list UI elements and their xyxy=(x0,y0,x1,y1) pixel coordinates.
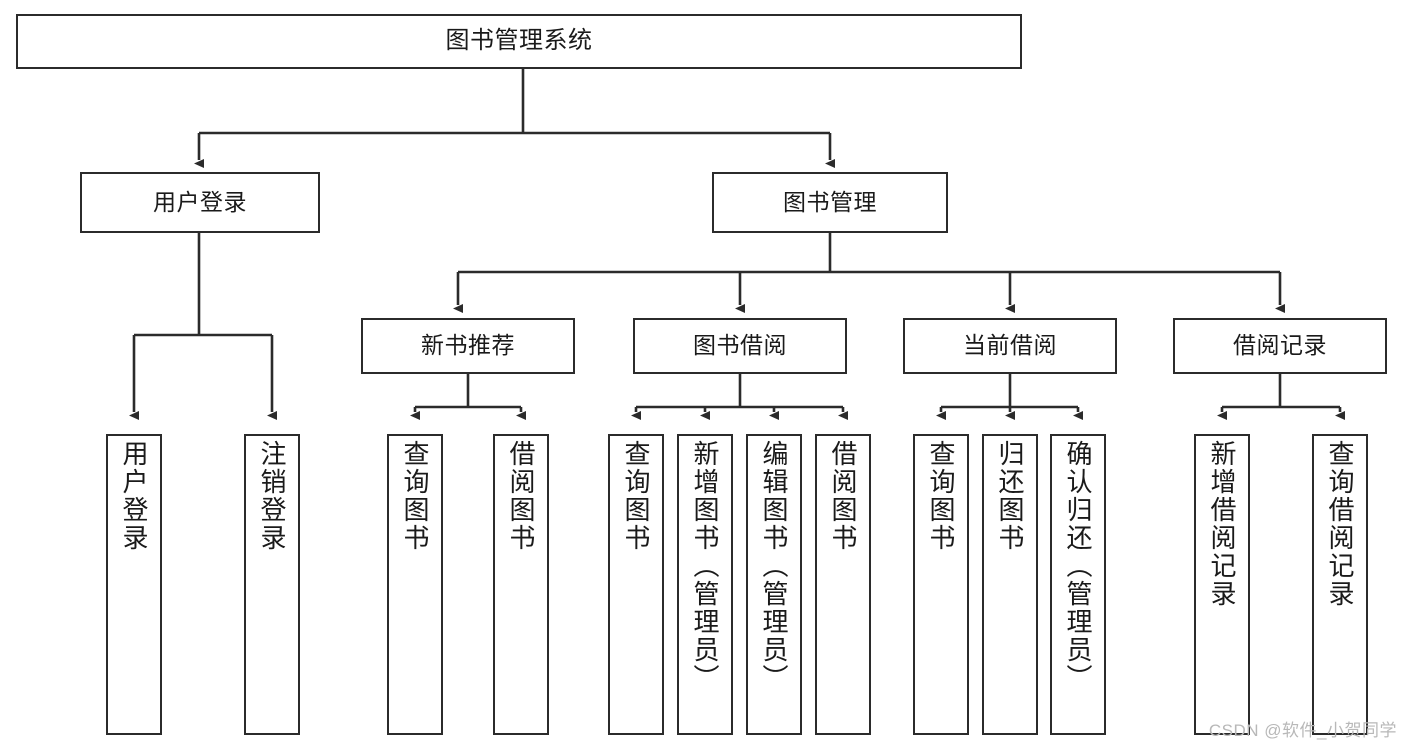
node-label: 确认归还（管理员） xyxy=(1063,440,1093,692)
node-label: 查询借阅记录 xyxy=(1325,440,1355,608)
node-book-borrow[interactable]: 图书借阅 xyxy=(633,318,847,374)
node-label: 归还图书 xyxy=(995,440,1025,552)
node-label: 借阅图书 xyxy=(828,440,858,552)
node-leaf-return-book[interactable]: 归还图书 xyxy=(982,434,1038,735)
node-label: 图书借阅 xyxy=(693,332,787,359)
node-label: 新书推荐 xyxy=(421,332,515,359)
node-book-manage[interactable]: 图书管理 xyxy=(712,172,948,233)
csdn-watermark: CSDN @软件_小贺同学 xyxy=(1208,721,1397,740)
node-root-system[interactable]: 图书管理系统 xyxy=(16,14,1022,69)
node-label: 新增借阅记录 xyxy=(1207,440,1237,608)
node-leaf-logout[interactable]: 注销登录 xyxy=(244,434,300,735)
node-label: 借阅图书 xyxy=(506,440,536,552)
node-leaf-add-book[interactable]: 新增图书（管理员） xyxy=(677,434,733,735)
node-label: 注销登录 xyxy=(257,440,287,552)
node-leaf-borrow-book-2[interactable]: 借阅图书 xyxy=(815,434,871,735)
node-leaf-query-book-2[interactable]: 查询图书 xyxy=(608,434,664,735)
node-leaf-borrow-book-1[interactable]: 借阅图书 xyxy=(493,434,549,735)
node-user-login[interactable]: 用户登录 xyxy=(80,172,320,233)
node-leaf-query-record[interactable]: 查询借阅记录 xyxy=(1312,434,1368,735)
node-label: 查询图书 xyxy=(621,440,651,552)
node-label: 用户登录 xyxy=(119,440,149,552)
node-new-book-recommend[interactable]: 新书推荐 xyxy=(361,318,575,374)
node-label: 借阅记录 xyxy=(1233,332,1327,359)
node-leaf-add-record[interactable]: 新增借阅记录 xyxy=(1194,434,1250,735)
node-leaf-user-login[interactable]: 用户登录 xyxy=(106,434,162,735)
node-leaf-query-book-3[interactable]: 查询图书 xyxy=(913,434,969,735)
node-label: 图书管理系统 xyxy=(445,27,593,55)
node-leaf-query-book-1[interactable]: 查询图书 xyxy=(387,434,443,735)
node-label: 查询图书 xyxy=(926,440,956,552)
node-current-borrow[interactable]: 当前借阅 xyxy=(903,318,1117,374)
node-label: 图书管理 xyxy=(783,188,877,215)
node-borrow-record[interactable]: 借阅记录 xyxy=(1173,318,1387,374)
node-leaf-edit-book[interactable]: 编辑图书（管理员） xyxy=(746,434,802,735)
node-label: 编辑图书（管理员） xyxy=(759,440,789,692)
node-label: 查询图书 xyxy=(400,440,430,552)
node-label: 当前借阅 xyxy=(963,332,1057,359)
node-label: 用户登录 xyxy=(153,188,247,215)
node-leaf-confirm-return[interactable]: 确认归还（管理员） xyxy=(1050,434,1106,735)
node-label: 新增图书（管理员） xyxy=(690,440,720,692)
